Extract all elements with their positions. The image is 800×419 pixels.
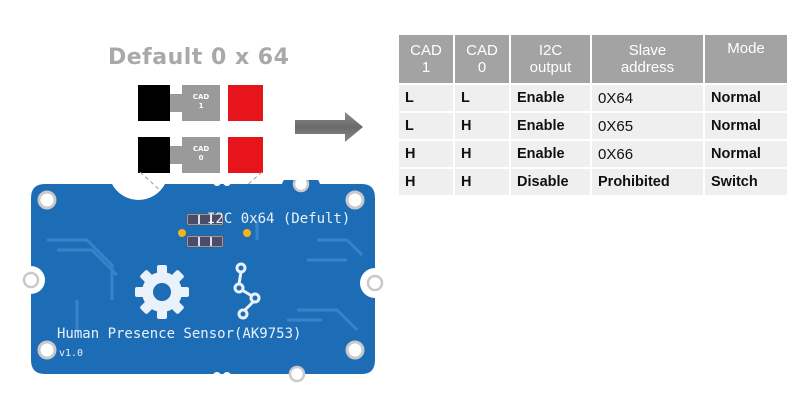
jumper-black-pad	[138, 137, 170, 173]
cell-i2c-output: Enable	[511, 113, 590, 139]
cell-cad1: L	[399, 113, 453, 139]
cell-mode: Normal	[705, 113, 787, 139]
cell-mode: Normal	[705, 85, 787, 111]
jumper-red-pad	[228, 137, 263, 173]
header-mode: Mode	[705, 35, 787, 83]
cell-cad1: H	[399, 141, 453, 167]
gear-logo-icon	[135, 265, 189, 319]
jumper-label: CAD 1	[182, 85, 220, 121]
jumper-cad1: CAD 1	[138, 85, 266, 121]
cell-i2c-output: Enable	[511, 141, 590, 167]
cell-slave-address: Prohibited	[592, 169, 703, 195]
table-row: H H Enable 0X66 Normal	[399, 141, 787, 167]
cell-i2c-output: Disable	[511, 169, 590, 195]
cell-cad0: H	[455, 169, 509, 195]
i2c-address-label: I2C 0x64 (Defult)	[207, 211, 350, 227]
table-row: L H Enable 0X65 Normal	[399, 113, 787, 139]
molecule-logo-icon	[233, 262, 261, 320]
cell-cad0: H	[455, 113, 509, 139]
jumper-bridge	[170, 94, 182, 112]
jumper-bridge	[170, 146, 182, 164]
default-address-title: Default 0 x 64	[108, 45, 290, 70]
cell-cad0: L	[455, 85, 509, 111]
cell-i2c-output: Enable	[511, 85, 590, 111]
cell-cad0: H	[455, 141, 509, 167]
cell-cad1: H	[399, 169, 453, 195]
cell-mode: Normal	[705, 141, 787, 167]
pad-highlight-left	[178, 229, 186, 237]
cell-slave-address: 0X65	[592, 113, 703, 139]
table-row: H H Disable Prohibited Switch	[399, 169, 787, 195]
cell-mode: Switch	[705, 169, 787, 195]
cell-cad1: L	[399, 85, 453, 111]
product-name-label: Human Presence Sensor(AK9753)	[57, 326, 301, 342]
jumper-black-pad	[138, 85, 170, 121]
sensor-board: I2C 0x64 (Defult) Human Presence Sensor(…	[22, 180, 384, 383]
cell-slave-address: 0X66	[592, 141, 703, 167]
jumper-red-pad	[228, 85, 263, 121]
table-row: L L Enable 0X64 Normal	[399, 85, 787, 111]
version-label: v1.0	[59, 348, 83, 359]
jumper-cad0: CAD 0	[138, 137, 266, 173]
pad-highlight-right	[243, 229, 251, 237]
arrow-right-icon	[295, 112, 363, 142]
jumper-label: CAD 0	[182, 137, 220, 173]
cell-slave-address: 0X64	[592, 85, 703, 111]
